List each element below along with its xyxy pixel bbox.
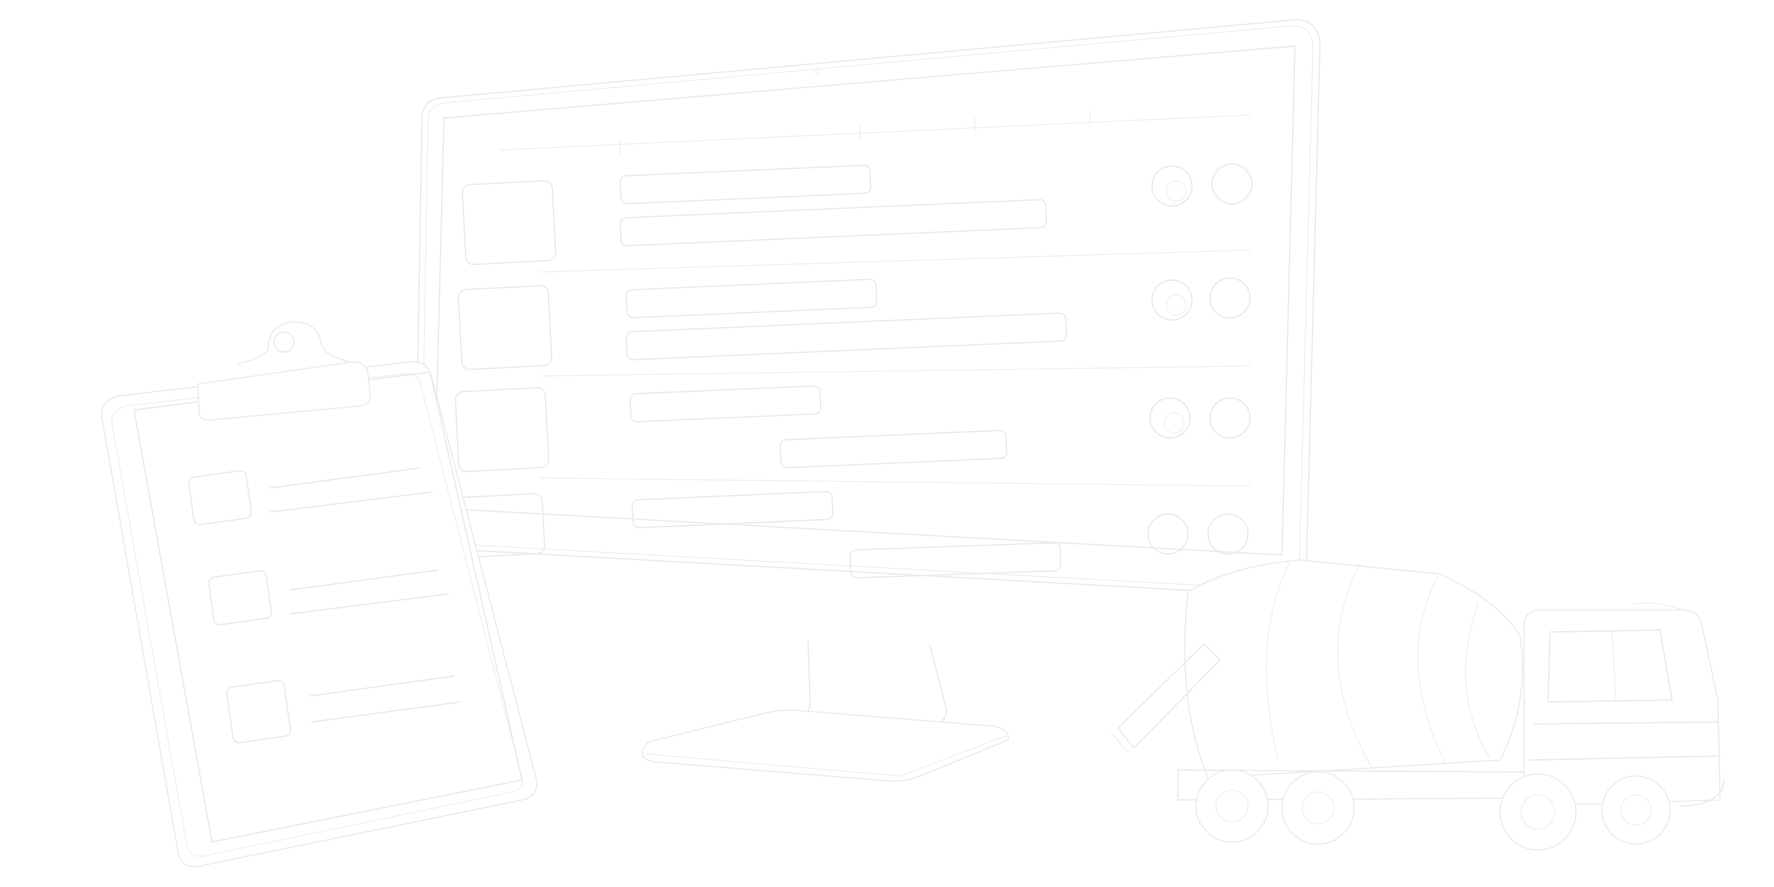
monitor-icon	[414, 19, 1321, 782]
screen-row	[451, 490, 1249, 579]
screen-row	[454, 385, 1251, 487]
clipboard-icon	[101, 321, 538, 868]
concrete-mixer-truck-icon	[1111, 559, 1725, 851]
checklist-item	[208, 569, 449, 626]
checklist-item	[226, 675, 461, 744]
checklist-item	[188, 467, 433, 526]
screen-row	[461, 163, 1253, 273]
screen-row	[457, 277, 1251, 377]
